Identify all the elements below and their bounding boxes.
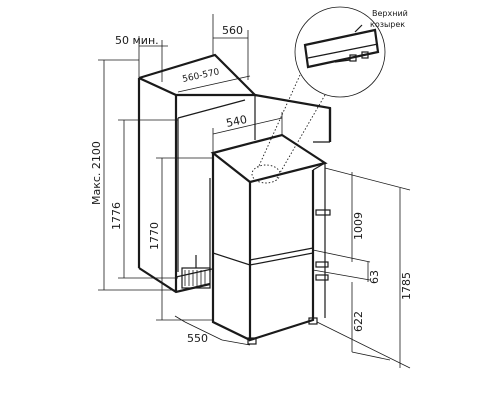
dim-1776: 1776 — [110, 202, 123, 230]
callout-line2: козырек — [370, 20, 405, 29]
dim-540: 540 — [225, 113, 248, 130]
dim-1009: 1009 — [352, 212, 365, 240]
dim-1785: 1785 — [400, 272, 413, 300]
cabinet-door — [313, 108, 332, 143]
dim-63: 63 — [368, 270, 381, 284]
dim-50-min: 50 мин. — [115, 34, 159, 47]
dim-560-570: 560-570 — [182, 67, 221, 85]
dim-550: 550 — [187, 332, 208, 345]
refrigerator — [210, 133, 331, 345]
dim-560: 560 — [222, 24, 243, 37]
cabinet-niche — [137, 53, 332, 294]
detail-callout: Верхний козырек — [257, 6, 408, 179]
dim-max-2100: Макс. 2100 — [90, 141, 103, 205]
dimension-lines — [98, 14, 411, 369]
top-canopy-marker — [251, 164, 281, 184]
ventilation-grille — [181, 267, 211, 289]
callout-line1: Верхний — [372, 9, 408, 18]
dim-622: 622 — [352, 311, 365, 332]
dim-1770: 1770 — [148, 222, 161, 250]
